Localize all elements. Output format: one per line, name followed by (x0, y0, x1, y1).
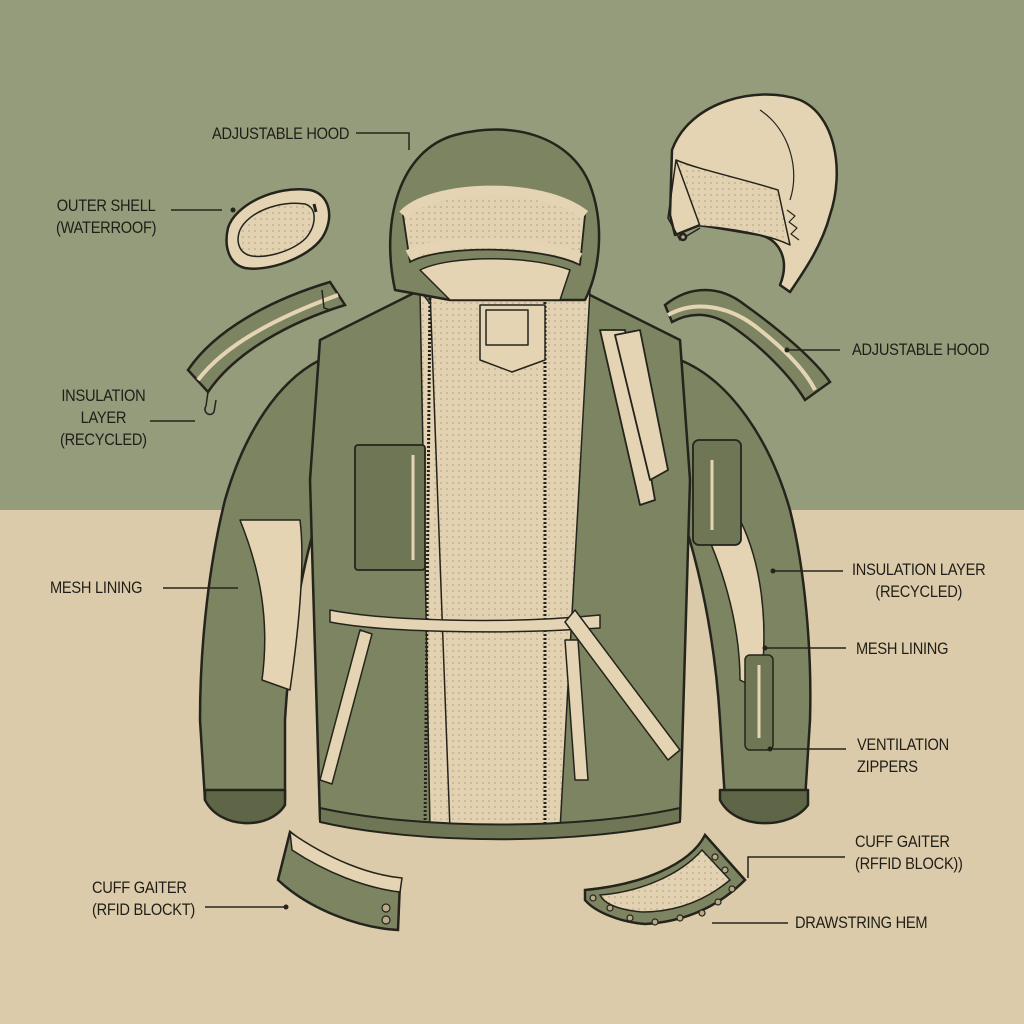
label-insulation-layer-left: INSULATION LAYER (RECYCLED) (60, 385, 147, 451)
label-cuff-gaiter-left: CUFF GAITER (RFID BLOCKT) (92, 877, 195, 921)
label-line: ADJUSTABLE HOOD (852, 340, 990, 359)
label-mesh-lining-left: MESH LINING (50, 577, 142, 599)
label-insulation-layer-right: INSULATION LAYER (RECYCLED) (852, 559, 986, 603)
left-cuff-gaiter (276, 829, 403, 932)
label-line: (RECYCLED) (60, 430, 147, 449)
label-line: ADJUSTABLE HOOD (212, 124, 350, 143)
collar-panel (225, 187, 331, 270)
label-line: DRAWSTRING HEM (795, 913, 928, 932)
label-line: OUTER SHELL (56, 196, 156, 215)
label-drawstring-hem: DRAWSTRING HEM (795, 912, 928, 934)
label-cuff-gaiter-right: CUFF GAITER (RFFID BLOCK)) (855, 831, 963, 875)
label-line: LAYER (80, 408, 127, 427)
label-line: (WATERROOF) (56, 218, 157, 237)
label-line: (RFID BLOCKT) (92, 900, 196, 919)
label-line: INSULATION (61, 386, 146, 405)
leader-dots (230, 207, 790, 910)
label-adjustable-hood-top: ADJUSTABLE HOOD (212, 123, 349, 145)
leader-lines (150, 132, 846, 924)
label-line: MESH LINING (856, 639, 949, 658)
label-line: CUFF GAITER (92, 878, 187, 897)
label-ventilation-zippers: VENTILATION ZIPPERS (857, 734, 949, 778)
label-adjustable-hood-right: ADJUSTABLE HOOD (852, 339, 989, 361)
right-zip-sleeve-band (663, 288, 832, 402)
main-jacket (198, 128, 812, 841)
detached-hood (667, 93, 838, 294)
label-line: ZIPPERS (857, 757, 918, 776)
left-zip-sleeve-band (186, 280, 347, 416)
label-outer-shell: OUTER SHELL (WATERROOF) (56, 195, 157, 239)
hem-band (583, 832, 747, 926)
label-mesh-lining-right: MESH LINING (856, 638, 948, 660)
label-line: (RECYCLED) (875, 582, 963, 601)
label-line: CUFF GAITER (855, 832, 950, 851)
label-line: VENTILATION (857, 735, 949, 754)
label-line: INSULATION LAYER (852, 560, 986, 579)
label-line: MESH LINING (50, 578, 143, 597)
label-line: (RFFID BLOCK)) (855, 854, 963, 873)
